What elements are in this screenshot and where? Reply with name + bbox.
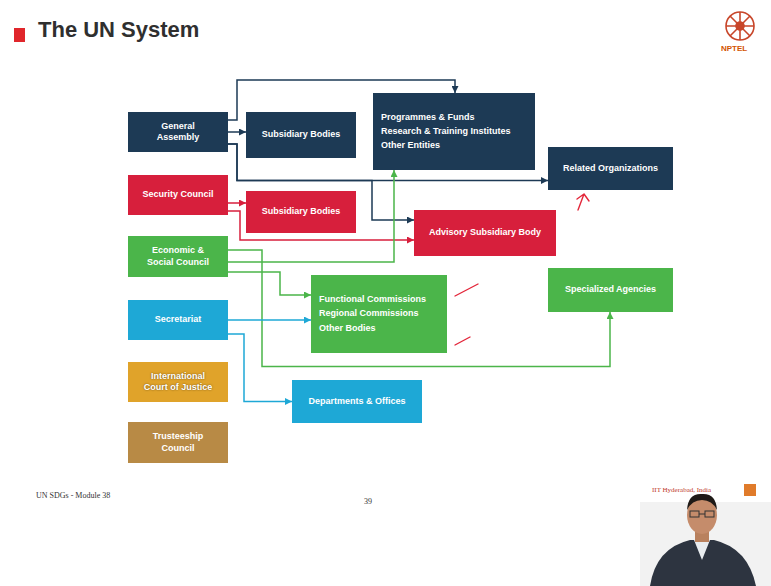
principal-organ-box: Security Council: [128, 175, 228, 215]
related-org-box: Related Organizations: [548, 147, 673, 190]
box-label: Other Entities: [381, 140, 440, 151]
logo-text: NPTEL: [721, 44, 747, 53]
footer-text: UN SDGs - Module 38: [36, 491, 110, 500]
box-label: Functional Commissions: [319, 294, 426, 305]
box-label: International Court of Justice: [140, 371, 216, 394]
iit-logo: [744, 484, 756, 496]
connector-arrow: [228, 202, 246, 204]
box-label: Related Organizations: [563, 163, 658, 174]
box-label: Secretariat: [155, 314, 202, 325]
affiliation-text: IIT Hyderabad, India: [652, 486, 711, 494]
principal-organ-box: Secretariat: [128, 300, 228, 340]
principal-organ-box: International Court of Justice: [128, 362, 228, 402]
box-label: Trusteeship Council: [140, 431, 216, 454]
commission-list-box: Functional CommissionsRegional Commissio…: [311, 275, 447, 353]
box-label: Regional Commissions: [319, 308, 419, 319]
department-box: Departments & Offices: [292, 380, 422, 423]
subsidiary-box: Subsidiary Bodies: [246, 112, 356, 158]
connector-arrow: [228, 319, 311, 321]
box-label: Subsidiary Bodies: [262, 206, 341, 217]
principal-organ-box: Trusteeship Council: [128, 422, 228, 463]
subsidiary-box: Subsidiary Bodies: [246, 191, 356, 233]
entity-list-box: Programmes & FundsResearch & Training In…: [373, 93, 535, 170]
box-label: General Assembly: [140, 121, 216, 144]
box-label: Programmes & Funds: [381, 112, 475, 123]
box-label: Specialized Agencies: [565, 284, 656, 295]
page-number: 39: [364, 497, 372, 506]
title-bullet: [14, 28, 25, 42]
connector-arrow: [228, 131, 246, 133]
connector-arrow: [228, 334, 292, 402]
connector-arrow: [228, 272, 311, 295]
slide-title: The UN System: [38, 17, 199, 43]
speaker-photo: [640, 494, 771, 586]
principal-organ-box: Economic & Social Council: [128, 236, 228, 277]
box-label: Research & Training Institutes: [381, 126, 511, 137]
agency-box: Specialized Agencies: [548, 268, 673, 312]
box-label: Departments & Offices: [308, 396, 405, 407]
box-label: Economic & Social Council: [140, 245, 216, 268]
box-label: Advisory Subsidiary Body: [429, 227, 541, 238]
connector-arrow: [228, 170, 394, 262]
advisory-box: Advisory Subsidiary Body: [414, 210, 556, 256]
box-label: Subsidiary Bodies: [262, 129, 341, 140]
box-label: Security Council: [142, 189, 213, 200]
box-label: Other Bodies: [319, 323, 376, 334]
nptel-logo: [726, 12, 754, 40]
principal-organ-box: General Assembly: [128, 112, 228, 152]
